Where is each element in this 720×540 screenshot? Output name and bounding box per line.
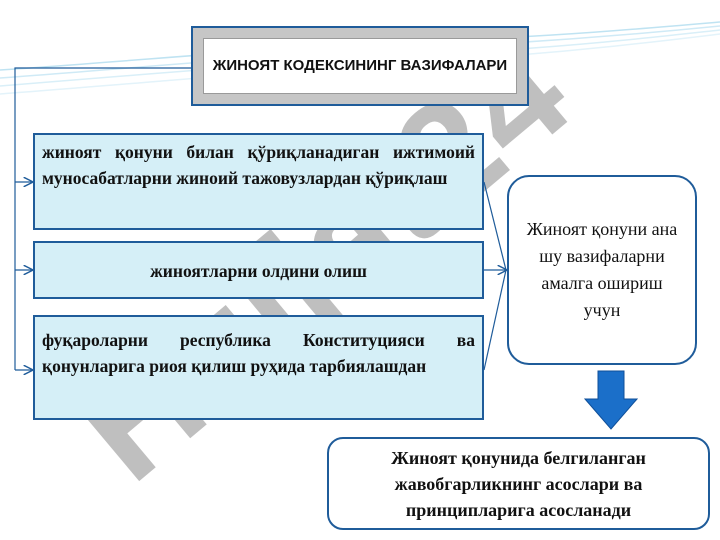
purpose-box: Жиноят қонуни ана шу вазифаларни амалга … <box>507 175 697 365</box>
task-box-prevention: жиноятларни олдини олиш <box>33 241 484 299</box>
diagram-title: ЖИНОЯТ КОДЕКСИНИНГ ВАЗИФАЛАРИ <box>203 38 517 94</box>
task-box-protection: жиноят қонуни билан қўриқланадиган ижтим… <box>33 133 484 230</box>
basis-box: Жиноят қонунида белгиланган жавобгарликн… <box>327 437 710 530</box>
task-box-education: фуқароларни республика Конституцияси ва … <box>33 315 484 420</box>
title-box: ЖИНОЯТ КОДЕКСИНИНГ ВАЗИФАЛАРИ <box>191 26 529 106</box>
down-arrow-icon <box>584 370 638 430</box>
